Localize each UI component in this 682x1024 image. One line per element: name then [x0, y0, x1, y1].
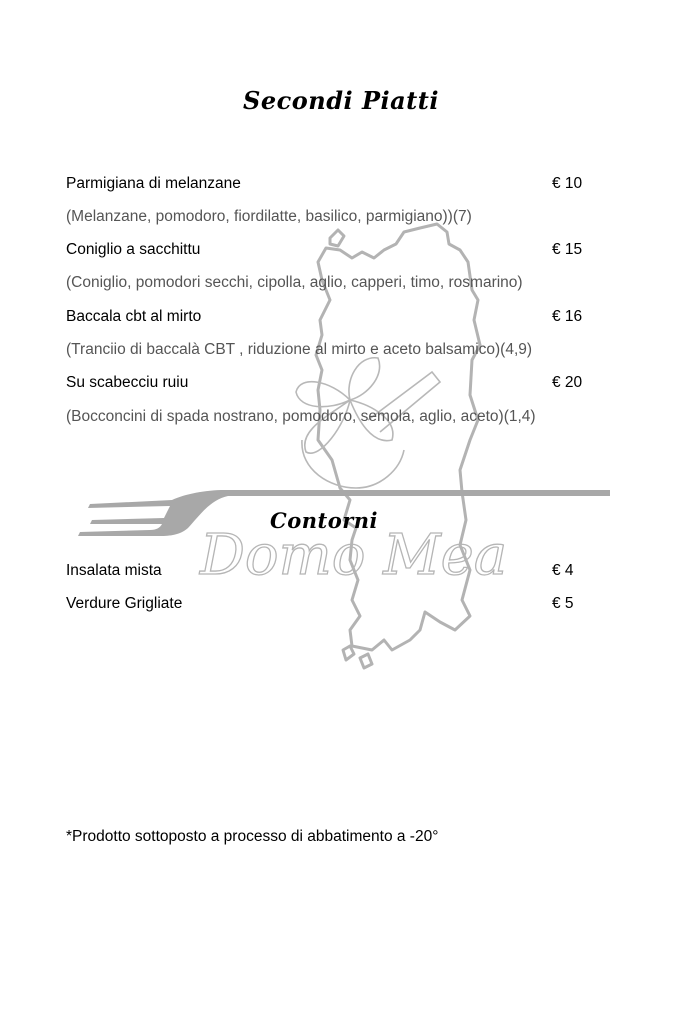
menu-item-description: (Tranciio di baccalà CBT , riduzione al … — [66, 341, 533, 358]
menu-item: Su scabecciu ruiu € 20 — [66, 374, 584, 396]
menu-item-description: (Bocconcini di spada nostrano, pomodoro,… — [66, 408, 536, 425]
footnote: *Prodotto sottoposto a processo di abbat… — [66, 828, 439, 845]
island-outline — [358, 652, 374, 670]
menu-item-price: € 15 — [552, 241, 583, 258]
section-title-secondi-piatti: Secondi Piatti — [243, 86, 439, 115]
menu-item: Insalata mista € 4 — [66, 562, 584, 584]
menu-item-price: € 4 — [552, 562, 574, 579]
menu-item-price: € 5 — [552, 595, 574, 612]
island-outline — [341, 644, 356, 662]
menu-item: Coniglio a sacchittu € 15 — [66, 241, 584, 263]
menu-item-name: Coniglio a sacchittu — [66, 241, 201, 258]
menu-item-price: € 10 — [552, 175, 583, 192]
menu-item-price: € 20 — [552, 374, 583, 391]
flower-icon — [295, 357, 394, 454]
menu-item: Parmigiana di melanzane € 10 — [66, 175, 584, 197]
menu-item: Verdure Grigliate € 5 — [66, 595, 584, 617]
menu-item: Baccala cbt al mirto € 16 — [66, 308, 584, 330]
section-title-contorni: Contorni — [270, 508, 379, 533]
menu-item-description: (Coniglio, pomodori secchi, cipolla, agl… — [66, 274, 523, 291]
menu-item-name: Parmigiana di melanzane — [66, 175, 241, 192]
menu-item-name: Su scabecciu ruiu — [66, 374, 189, 391]
bowl-icon — [301, 439, 405, 489]
menu-item-name: Verdure Grigliate — [66, 595, 183, 612]
menu-item-description: (Melanzane, pomodoro, fiordilatte, basil… — [66, 208, 472, 225]
menu-item-price: € 16 — [552, 308, 583, 325]
menu-item-name: Insalata mista — [66, 562, 162, 579]
menu-item-name: Baccala cbt al mirto — [66, 308, 202, 325]
